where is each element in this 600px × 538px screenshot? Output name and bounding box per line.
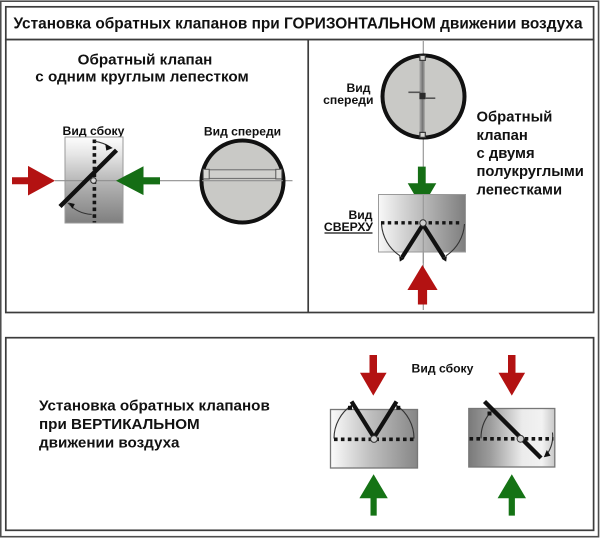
svg-text:спереди: спереди (323, 93, 373, 107)
svg-text:лепестками: лепестками (477, 182, 563, 198)
svg-text:Установка обратных клапанов: Установка обратных клапанов (39, 397, 270, 414)
svg-text:Вид сбоку: Вид сбоку (63, 124, 125, 138)
svg-text:Вид сбоку: Вид сбоку (412, 361, 474, 375)
svg-text:Вид спереди: Вид спереди (204, 124, 281, 138)
svg-text:клапан: клапан (477, 128, 528, 144)
svg-text:движении воздуха: движении воздуха (39, 435, 180, 452)
svg-text:Вид: Вид (346, 81, 370, 95)
svg-text:полукруглыми: полукруглыми (477, 164, 584, 180)
svg-text:Обратный клапан: Обратный клапан (78, 51, 213, 68)
svg-text:Вид: Вид (348, 208, 372, 222)
svg-text:СВЕРХУ: СВЕРХУ (324, 220, 374, 234)
svg-text:с одним круглым лепестком: с одним круглым лепестком (35, 68, 248, 85)
svg-text:Обратный: Обратный (477, 110, 553, 126)
svg-text:при ВЕРТИКАЛЬНОМ: при ВЕРТИКАЛЬНОМ (39, 416, 200, 433)
svg-text:с двумя: с двумя (477, 146, 535, 162)
svg-text:Установка обратных клапанов пр: Установка обратных клапанов при ГОРИЗОНТ… (13, 15, 583, 32)
